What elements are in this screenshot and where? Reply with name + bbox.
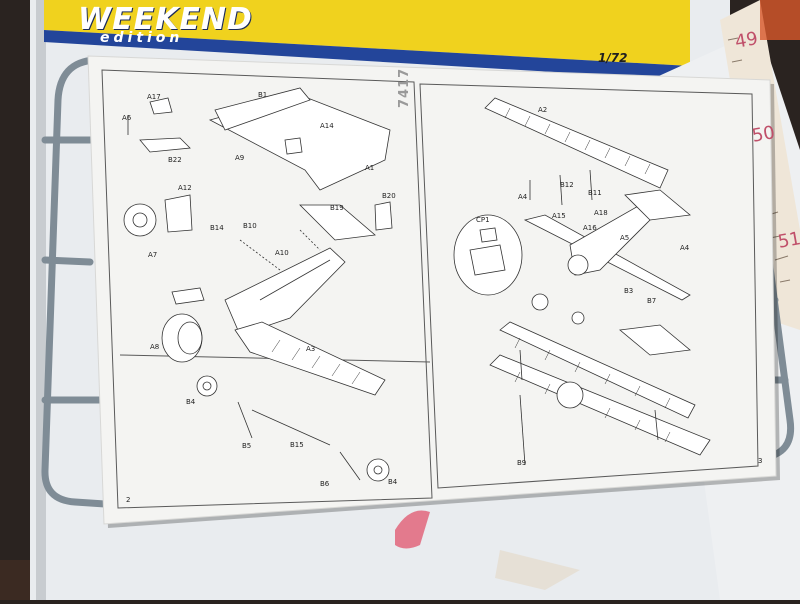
part-label: B10	[243, 222, 257, 230]
part-label: B4	[388, 478, 398, 486]
part-label: B7	[647, 297, 656, 305]
kit-number: 7417	[397, 67, 412, 108]
part-label: A10	[275, 249, 289, 257]
part-label: A4	[518, 193, 528, 201]
paint-smudge	[395, 510, 430, 549]
part-label: A9	[235, 154, 244, 162]
part-label: A7	[148, 251, 157, 259]
ruler-mark: 51	[776, 228, 800, 253]
part-label: B11	[588, 189, 602, 197]
part-label: A4	[680, 244, 690, 252]
page-number: 2	[126, 496, 130, 504]
part-label: A18	[594, 209, 608, 217]
part-label: B15	[290, 441, 304, 449]
page-number: 3	[758, 457, 762, 465]
ruler-mark: 50	[750, 122, 777, 147]
part-label: A17	[147, 93, 161, 101]
part-label: B4	[186, 398, 196, 406]
part-label: B3	[624, 287, 633, 295]
part-label: B14	[210, 224, 224, 232]
box-subtitle: edition	[100, 30, 184, 46]
part-label: B12	[560, 181, 574, 189]
part-label: B19	[330, 204, 344, 212]
part-label: B1	[258, 91, 267, 99]
part-label: A16	[583, 224, 597, 232]
left-panel-border	[101, 69, 433, 509]
part-label: A6	[122, 114, 132, 122]
part-label: A14	[320, 122, 334, 130]
part-label: B5	[242, 442, 251, 450]
paper-scrap	[495, 550, 580, 590]
part-label: CP1	[476, 216, 490, 224]
part-label: A12	[178, 184, 192, 192]
part-label: B20	[382, 192, 396, 200]
ruler-mark: 49	[733, 28, 760, 53]
part-label: A2	[538, 106, 547, 114]
part-label: A8	[150, 343, 159, 351]
left-panel-drawings	[123, 87, 393, 482]
part-label: A5	[620, 234, 629, 242]
box-scale: 1/72	[598, 51, 628, 65]
box-banner-yellow	[44, 0, 690, 66]
left-part-labels: A17 A6 B22 B1 A14 A9 A1 A12 A7 B19 B20 B…	[122, 91, 398, 504]
box-banner-blue	[44, 30, 690, 80]
right-panel-drawings	[453, 97, 711, 466]
right-part-labels: A2 A4 B12 B11 A15 A18 A16 A5 A4 CP1 B3 B…	[476, 106, 762, 467]
part-label: B9	[517, 459, 526, 467]
part-label: A3	[306, 345, 315, 353]
part-label: A1	[365, 164, 374, 172]
part-label: B6	[320, 480, 330, 488]
right-panel-border	[419, 83, 759, 489]
part-label: B22	[168, 156, 182, 164]
part-label: A15	[552, 212, 566, 220]
box-title: WEEKEND	[78, 2, 253, 37]
